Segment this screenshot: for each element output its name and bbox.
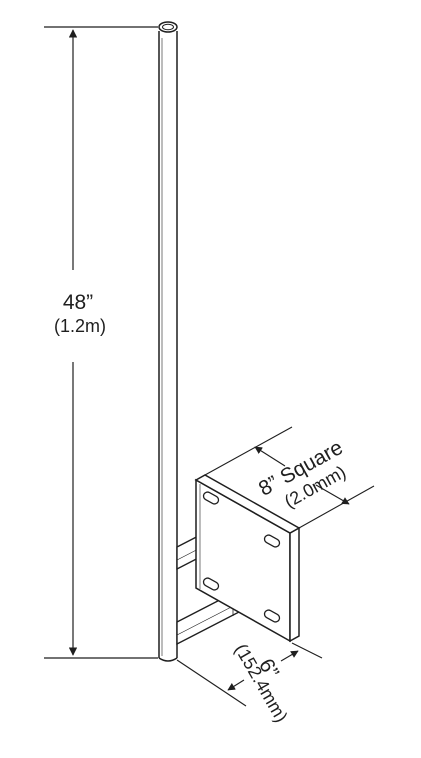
- mounting-slot: [263, 534, 281, 548]
- height-label-metric: (1.2m): [54, 316, 106, 336]
- mounting-slot: [202, 577, 220, 591]
- standoff-arrow-left: [227, 679, 245, 691]
- standoff-extension-plate: [291, 642, 323, 659]
- standoff-extension-pole: [176, 659, 247, 707]
- plate-arrow-left: [254, 446, 286, 467]
- mounting-plate: [194, 474, 301, 643]
- plate-arrow-right: [315, 484, 350, 505]
- mounting-slot: [263, 609, 281, 623]
- standoff-arrow-right: [280, 650, 299, 662]
- pole: [158, 21, 178, 662]
- plate-extension-left: [204, 426, 293, 476]
- mounting-slot: [202, 491, 220, 505]
- height-label: 48”: [63, 291, 93, 314]
- plate-extension-right: [298, 485, 375, 529]
